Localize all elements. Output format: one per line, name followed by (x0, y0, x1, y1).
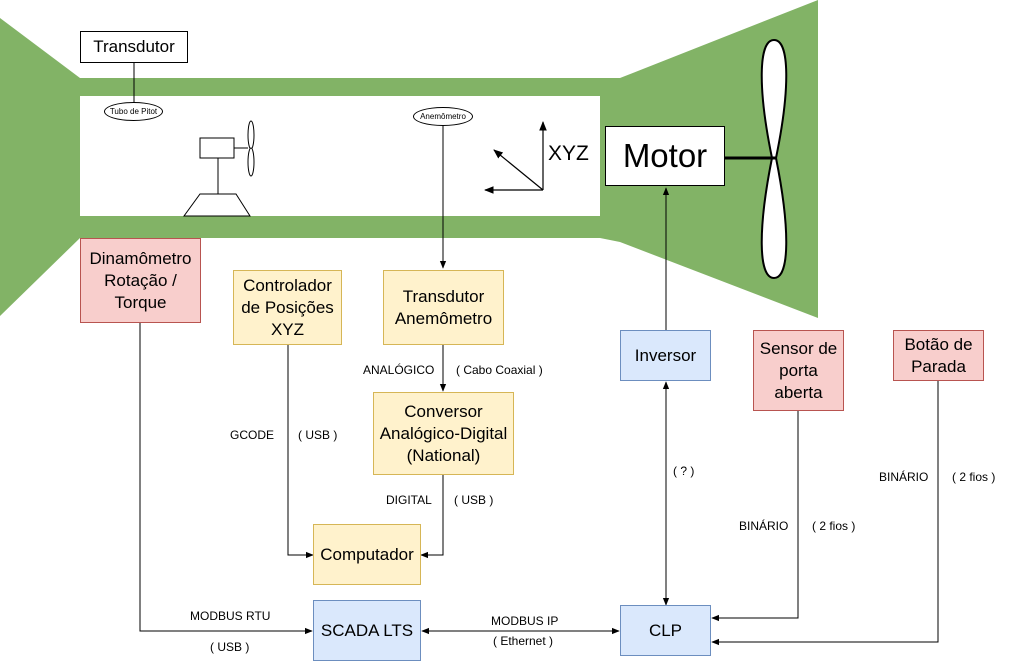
edge-botao-clp (711, 381, 939, 646)
pitot-tube-label: Tubo de Pitot (104, 102, 163, 121)
computador-box: Computador (313, 524, 421, 585)
test-stand-icon (183, 120, 255, 217)
edge-label-usb-conversor: ( USB ) (454, 493, 494, 507)
edge-label-analogico: ANALÓGICO (363, 363, 435, 377)
edge-dinamometro-scada (139, 323, 313, 635)
botao-parada-box: Botão de Parada (893, 330, 984, 381)
edge-sensor-clp (711, 411, 799, 622)
edge-label-usb-dinamometro: ( USB ) (210, 640, 250, 654)
xyz-axes-label: XYZ (548, 142, 589, 165)
transdutor-anemometro-box: Transdutor Anemômetro (383, 270, 504, 345)
edge-label-digital: DIGITAL (386, 493, 432, 507)
edge-label-gcode: GCODE (230, 428, 275, 442)
transdutor-box: Transdutor (80, 31, 188, 63)
motor-box: Motor (605, 126, 725, 186)
xyz-axes-icon (484, 121, 547, 194)
edge-conversor-computador (420, 475, 444, 559)
sensor-porta-box: Sensor de porta aberta (753, 330, 844, 411)
conversor-box: Conversor Analógico-Digital (National) (373, 392, 514, 475)
dinamometro-box: Dinamômetro Rotação / Torque (80, 238, 201, 323)
edge-label-binario-porta: BINÁRIO (739, 519, 789, 533)
edge-controlador-computador (287, 345, 314, 559)
edge-label-modbus-ip: MODBUS IP (491, 614, 559, 628)
anemometer-label: Anemômetro (413, 107, 473, 126)
edge-label-usb-controlador: ( USB ) (298, 428, 338, 442)
edge-label-cabo-coaxial: ( Cabo Coaxial ) (456, 363, 543, 377)
edge-label-inversor-link: ( ? ) (673, 464, 695, 478)
edge-label-binario-parada: BINÁRIO (879, 470, 929, 484)
edge-label-modbus-rtu: MODBUS RTU (190, 609, 271, 623)
clp-box: CLP (620, 605, 711, 656)
scada-box: SCADA LTS (313, 600, 421, 661)
wind-tunnel-test-section (80, 96, 600, 216)
edge-label-fios-parada: ( 2 fios ) (952, 470, 996, 484)
edge-label-fios-porta: ( 2 fios ) (812, 519, 856, 533)
edge-label-ethernet: ( Ethernet ) (493, 634, 554, 648)
controlador-box: Controlador de Posições XYZ (233, 270, 342, 345)
propeller-icon (725, 38, 788, 280)
inversor-box: Inversor (620, 330, 711, 381)
